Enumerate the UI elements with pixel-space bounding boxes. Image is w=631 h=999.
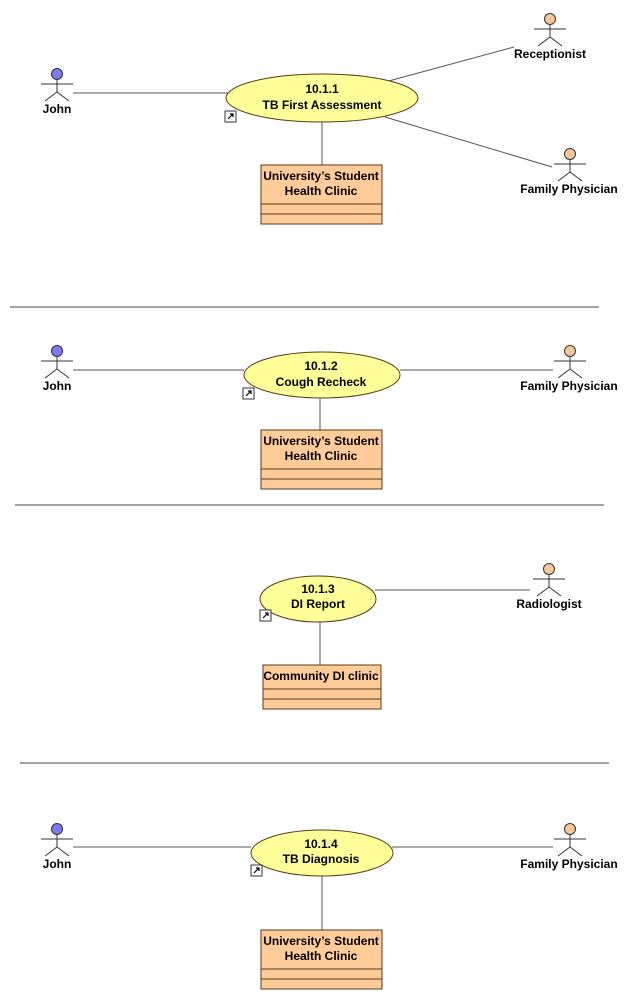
use-case-id: 10.1.1 [305,82,339,96]
hyperlink-icon[interactable] [242,387,255,400]
use-case-name: DI Report [291,597,345,611]
actor-name: John [43,379,72,393]
use-case-ellipse[interactable] [259,575,377,623]
use-case-id: 10.1.2 [304,359,338,373]
use-case-ellipse[interactable] [225,73,419,123]
system-title-line2: Health Clinic [285,449,358,463]
actor-name: Radiologist [516,597,581,611]
system-title-line2: Health Clinic [285,949,358,963]
actor-name: Family Physician [520,857,617,871]
use-case-name: TB Diagnosis [283,852,360,866]
system-box[interactable]: University’s Student Health Clinic [260,429,383,490]
actor-name: John [43,102,72,116]
system-title-line1: University’s Student [263,434,379,448]
use-case-ellipse[interactable] [243,351,401,399]
actor-family-physician[interactable]: Family Physician [520,345,618,394]
section-2: 10.1.2 Cough Recheck University’s Studen… [41,345,618,490]
use-case-name: TB First Assessment [263,98,382,112]
association-receptionist [384,46,515,83]
actor-name: Receptionist [514,47,586,61]
use-case-name: Cough Recheck [276,375,367,389]
section-4: 10.1.4 TB Diagnosis University’s Student… [41,823,618,990]
actor-family-physician[interactable]: Family Physician [520,148,618,197]
actor-name: Family Physician [520,182,617,196]
actor-john[interactable]: John [41,345,73,394]
system-box[interactable]: University’s Student Health Clinic [260,929,383,990]
actor-receptionist[interactable]: Receptionist [514,13,586,62]
association-lines [73,46,553,930]
system-title-line1: University’s Student [263,169,379,183]
association-family-physician-1 [384,116,553,168]
system-box[interactable]: University’s Student Health Clinic [260,164,383,225]
section-3: 10.1.3 DI Report Community DI clinic Rad… [259,563,582,710]
use-case-id: 10.1.4 [304,837,338,851]
section-1: 10.1.1 TB First Assessment University’s … [41,13,618,225]
actor-john[interactable]: John [41,823,73,872]
system-title-line1: Community DI clinic [263,669,379,683]
actor-john[interactable]: John [41,68,73,117]
system-title-line2: Health Clinic [285,184,358,198]
actor-family-physician[interactable]: Family Physician [520,823,618,872]
hyperlink-icon[interactable] [250,864,263,877]
actor-name: Family Physician [520,379,617,393]
hyperlink-icon[interactable] [259,609,272,622]
actor-name: John [43,857,72,871]
system-box[interactable]: Community DI clinic [262,664,382,710]
use-case-id: 10.1.3 [301,582,335,596]
system-title-line1: University’s Student [263,934,379,948]
use-case-ellipse[interactable] [250,829,394,877]
hyperlink-icon[interactable] [224,110,237,123]
actor-radiologist[interactable]: Radiologist [516,563,582,612]
